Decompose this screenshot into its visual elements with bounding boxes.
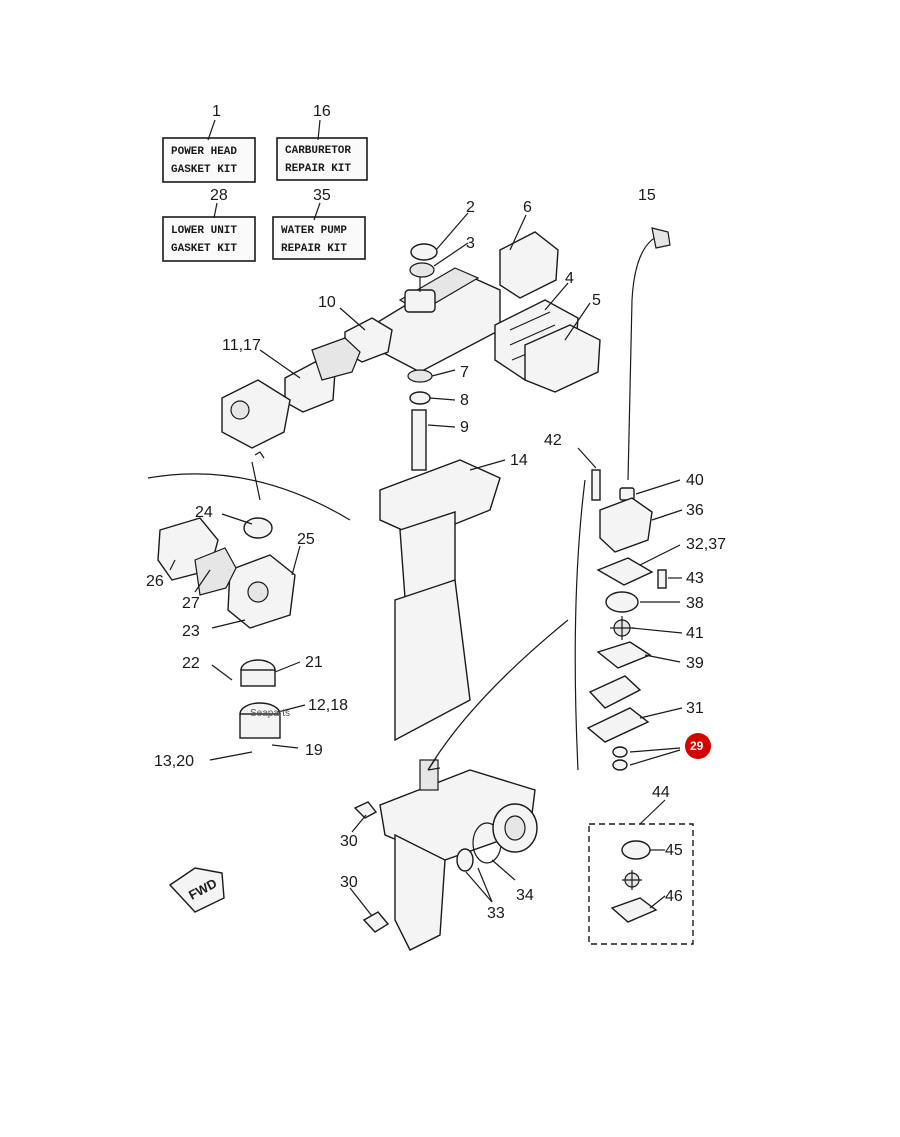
callout-19: 19 bbox=[305, 742, 323, 759]
callout-41: 41 bbox=[686, 625, 704, 642]
oil-seal-part-2 bbox=[410, 243, 438, 261]
drive-shaft-part-9 bbox=[411, 409, 427, 471]
svg-text:WATER PUMP: WATER PUMP bbox=[281, 225, 347, 237]
pump-bracket-curve bbox=[427, 479, 586, 771]
kit-box-power-head-gasket: POWER HEAD GASKET KIT 1 bbox=[162, 103, 256, 183]
callout-21: 21 bbox=[305, 654, 323, 671]
callout-12-18: 12,18 bbox=[308, 697, 348, 714]
svg-text:16: 16 bbox=[313, 103, 331, 120]
callout-4: 4 bbox=[565, 270, 574, 287]
drain-screws-part-30 bbox=[353, 801, 390, 933]
callout-34: 34 bbox=[516, 887, 534, 904]
gasket-part-31 bbox=[586, 707, 650, 743]
callout-46: 46 bbox=[665, 888, 683, 905]
callout-6: 6 bbox=[523, 199, 532, 216]
callout-39: 39 bbox=[686, 655, 704, 672]
carburetor-main-part-25 bbox=[227, 554, 296, 629]
gasket-part bbox=[588, 675, 642, 709]
callout-10: 10 bbox=[318, 294, 336, 311]
callout-30-upper: 30 bbox=[340, 833, 358, 850]
svg-text:REPAIR KIT: REPAIR KIT bbox=[285, 163, 351, 175]
callout-33: 33 bbox=[487, 905, 505, 922]
highlight-marker bbox=[685, 733, 711, 759]
carburetor-body-part-12-18 bbox=[239, 702, 281, 739]
watermark: Seaparts bbox=[250, 708, 290, 719]
callout-7: 7 bbox=[460, 364, 469, 381]
callout-32-37: 32,37 bbox=[686, 536, 726, 553]
callout-44: 44 bbox=[652, 784, 670, 801]
bearing-housing bbox=[492, 803, 538, 853]
pump-housing-part-36 bbox=[599, 497, 653, 553]
callout-42: 42 bbox=[544, 432, 562, 449]
pin-part-43 bbox=[657, 569, 667, 589]
callout-38: 38 bbox=[686, 595, 704, 612]
bolt-part-42 bbox=[577, 447, 601, 501]
callout-30-lower: 30 bbox=[340, 874, 358, 891]
kit-box-carburetor-repair: CARBURETOR REPAIR KIT 16 bbox=[276, 103, 368, 181]
upper-casing-part-14 bbox=[379, 459, 501, 742]
callout-40: 40 bbox=[686, 472, 704, 489]
callout-43: 43 bbox=[686, 570, 704, 587]
svg-text:REPAIR KIT: REPAIR KIT bbox=[281, 243, 347, 255]
carburetor-float-chamber-part-21 bbox=[240, 659, 276, 687]
callout-26: 26 bbox=[146, 573, 164, 590]
seals-part-33 bbox=[456, 848, 474, 872]
fwd-arrow-icon: FWD bbox=[168, 867, 225, 913]
exhaust-cover-part bbox=[221, 379, 291, 449]
callout-8: 8 bbox=[460, 392, 469, 409]
callout-9: 9 bbox=[460, 419, 469, 436]
carburetor-gasket-part-11-17 bbox=[284, 337, 361, 413]
callout-24: 24 bbox=[195, 504, 213, 521]
carburetor-parts-26-27 bbox=[157, 517, 237, 596]
callout-31: 31 bbox=[686, 700, 704, 717]
svg-text:1: 1 bbox=[212, 103, 221, 120]
callout-36: 36 bbox=[686, 502, 704, 519]
kit-box-lower-unit-gasket: LOWER UNIT GASKET KIT 28 bbox=[162, 187, 256, 262]
callout-13-20: 13,20 bbox=[154, 753, 194, 770]
callout-14: 14 bbox=[510, 452, 528, 469]
kit-box-water-pump-repair: WATER PUMP REPAIR KIT 35 bbox=[272, 187, 366, 260]
svg-text:LOWER UNIT: LOWER UNIT bbox=[171, 225, 237, 237]
carburetor-bracket-curve bbox=[147, 451, 351, 521]
gasket-part-6 bbox=[499, 231, 559, 299]
impeller-part-41 bbox=[610, 616, 634, 640]
callout-5: 5 bbox=[592, 292, 601, 309]
svg-text:GASKET KIT: GASKET KIT bbox=[171, 164, 237, 176]
callout-27: 27 bbox=[182, 595, 200, 612]
water-tube-part-15 bbox=[627, 227, 671, 481]
callout-3: 3 bbox=[466, 235, 475, 252]
crankcase-assembly bbox=[377, 267, 501, 373]
leader-lines bbox=[169, 212, 683, 917]
callout-15: 15 bbox=[638, 187, 656, 204]
callout-11-17: 11,17 bbox=[222, 337, 261, 354]
callout-29: 29 bbox=[690, 739, 704, 753]
svg-text:GASKET KIT: GASKET KIT bbox=[171, 243, 237, 255]
carburetor-cap-part-24 bbox=[243, 517, 273, 539]
washers-part-7-8 bbox=[407, 369, 433, 405]
callout-23: 23 bbox=[182, 623, 200, 640]
callout-29-highlight: 29 bbox=[685, 733, 711, 759]
svg-text:POWER HEAD: POWER HEAD bbox=[171, 146, 237, 158]
svg-text:28: 28 bbox=[210, 187, 228, 204]
callout-22: 22 bbox=[182, 655, 200, 672]
svg-text:35: 35 bbox=[313, 187, 331, 204]
svg-text:CARBURETOR: CARBURETOR bbox=[285, 145, 351, 157]
pump-insert-part-32-37 bbox=[596, 557, 654, 586]
plate-part-39 bbox=[596, 641, 652, 669]
impeller-kit-box-part-44 bbox=[588, 823, 694, 945]
callout-45: 45 bbox=[665, 842, 683, 859]
bearing-part-3 bbox=[409, 262, 435, 278]
nuts-part-29 bbox=[612, 746, 628, 771]
cover-part-5 bbox=[524, 324, 601, 393]
callout-labels: 2 3 6 15 4 5 10 11,17 7 8 9 14 42 40 36 … bbox=[146, 187, 726, 922]
cartridge-part-38 bbox=[605, 591, 639, 613]
callout-2: 2 bbox=[466, 199, 475, 216]
callout-25: 25 bbox=[297, 531, 315, 548]
